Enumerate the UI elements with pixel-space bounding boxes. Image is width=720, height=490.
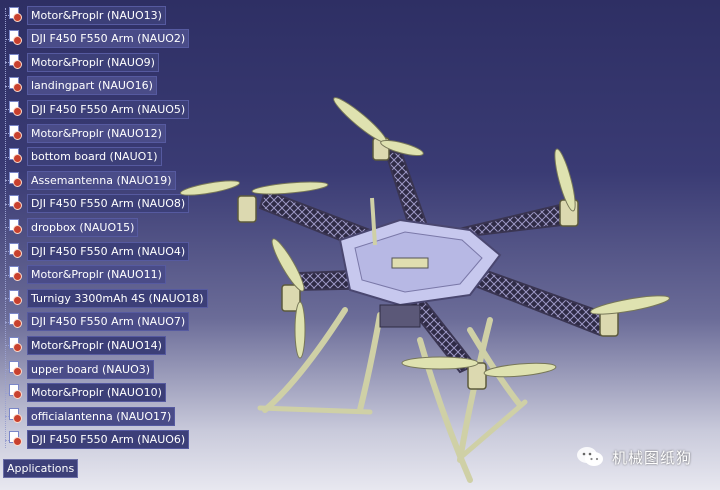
tree-connector [5,274,11,276]
product-icon [8,171,24,189]
tree-node-applications[interactable]: Applications [3,457,79,478]
tree-connector [5,392,11,394]
tree-node-label: DJI F450 F550 Arm (NAUO8) [27,194,190,214]
watermark: 机械图纸狗 [576,446,692,468]
tree-node-label: landingpart (NAUO16) [27,76,157,96]
product-icon [8,431,24,448]
tree-connector [5,321,11,323]
tree-node-label: Turnigy 3300mAh 4S (NAUO18) [27,288,208,308]
tree-node[interactable]: landingpart (NAUO16) [0,76,157,96]
tree-node[interactable]: Turnigy 3300mAh 4S (NAUO18) [0,288,208,308]
tree-node[interactable]: DJI F450 F550 Arm (NAUO5) [0,99,190,119]
tree-node-label: Motor&Proplr (NAUO12) [27,123,166,143]
center-plate [338,197,502,328]
tree-node-label: Motor&Proplr (NAUO14) [27,335,166,355]
product-icon [8,6,24,24]
tree-connector [5,133,11,134]
hexacopter-3d-model[interactable] [170,80,710,490]
product-icon [8,384,24,401]
tree-connector [5,15,11,16]
tree-connector [5,251,11,252]
tree-node[interactable]: DJI F450 F550 Arm (NAUO2) [0,29,190,49]
tree-node-label: upper board (NAUO3) [27,359,155,379]
propellers [179,97,670,378]
tree-connector [5,203,11,205]
product-icon [8,77,24,94]
tree-node[interactable]: DJI F450 F550 Arm (NAUO8) [0,194,190,214]
tree-node[interactable]: upper board (NAUO3) [0,359,155,379]
tree-node-label: DJI F450 F550 Arm (NAUO7) [27,312,190,332]
tree-connector [5,298,11,300]
tree-node[interactable]: Motor&Proplr (NAUO11) [0,265,166,285]
product-icon [8,195,24,212]
tree-connector [5,85,11,87]
tree-connector [5,180,11,182]
product-icon [8,148,24,165]
tree-connector [5,227,11,229]
tree-node[interactable]: Motor&Proplr (NAUO10) [0,383,166,403]
tree-node-label: officialantenna (NAUO17) [27,406,176,426]
specification-tree: Motor&Proplr (NAUO13) DJI F450 F550 Arm (… [0,0,300,490]
tree-connector [5,62,11,64]
tree-node-label: Applications [3,459,79,478]
tree-node[interactable]: bottom board (NAUO1) [0,147,162,167]
tree-node-label: Assemantenna (NAUO19) [27,170,176,190]
tree-node-label: DJI F450 F550 Arm (NAUO4) [27,241,190,261]
product-icon [8,266,24,283]
wechat-icon [577,447,603,466]
tree-node[interactable]: Motor&Proplr (NAUO9) [0,52,159,72]
product-icon [8,336,24,354]
tree-connector [5,416,11,418]
tree-node[interactable]: Assemantenna (NAUO19) [0,170,176,190]
tree-node-label: DJI F450 F550 Arm (NAUO5) [27,99,190,119]
product-icon [8,313,24,330]
landing-gear [257,307,528,483]
product-icon [8,100,24,118]
tree-connector [5,38,11,40]
product-icon [8,242,24,260]
tree-node-label: bottom board (NAUO1) [27,147,162,167]
tree-connector [5,156,11,158]
tree-node[interactable]: Motor&Proplr (NAUO14) [0,335,166,355]
tree-connector [5,439,11,441]
tree-node-label: Motor&Proplr (NAUO9) [27,52,159,72]
tree-connector [5,109,11,111]
product-icon [8,407,24,425]
product-icon [8,360,24,378]
tree-node-label: Motor&Proplr (NAUO10) [27,383,166,403]
tree-node[interactable]: DJI F450 F550 Arm (NAUO6) [0,430,190,450]
tree-node[interactable]: officialantenna (NAUO17) [0,406,176,426]
watermark-text: 机械图纸狗 [612,448,693,467]
tree-node[interactable]: DJI F450 F550 Arm (NAUO4) [0,241,190,261]
product-icon [8,124,24,142]
tree-connector [5,345,11,347]
tree-node-label: DJI F450 F550 Arm (NAUO6) [27,430,190,450]
motors [237,137,619,390]
tree-node-label: Motor&Proplr (NAUO11) [27,265,166,285]
tree-node[interactable]: Motor&Proplr (NAUO13) [0,5,166,25]
tree-node[interactable]: Motor&Proplr (NAUO12) [0,123,166,143]
product-icon [8,289,24,307]
tree-connector [5,369,11,370]
tree-node-label: DJI F450 F550 Arm (NAUO2) [27,29,190,49]
tree-node-label: dropbox (NAUO15) [27,217,139,237]
product-icon [8,53,24,71]
tree-node[interactable]: DJI F450 F550 Arm (NAUO7) [0,312,190,332]
tree-node[interactable]: dropbox (NAUO15) [0,217,139,237]
product-icon [8,30,24,47]
tree-node-label: Motor&Proplr (NAUO13) [27,5,166,25]
product-icon [8,218,24,236]
